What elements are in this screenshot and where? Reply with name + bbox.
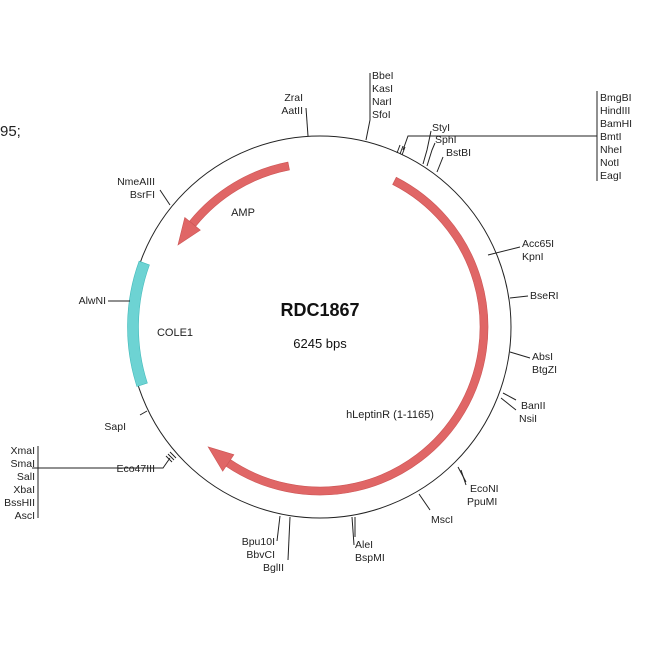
svg-text:BbeI: BbeI — [372, 70, 394, 82]
svg-text:SmaI: SmaI — [10, 458, 35, 470]
features — [127, 161, 489, 496]
svg-text:BbvCI: BbvCI — [246, 549, 275, 561]
site-alwni[interactable]: AlwNI — [79, 295, 130, 307]
svg-text:BssHII: BssHII — [4, 497, 35, 509]
svg-text:AleI: AleI — [355, 539, 373, 551]
site-acc65i-kpni[interactable]: Acc65I KpnI — [487, 238, 554, 263]
svg-text:BmgBI: BmgBI — [600, 92, 632, 104]
svg-text:NmeAIII: NmeAIII — [117, 176, 155, 188]
feature-hleptinr-1-1165-arc[interactable] — [225, 176, 489, 496]
svg-text:NotI: NotI — [600, 157, 619, 169]
plasmid-name: RDC1867 — [280, 300, 359, 320]
fragment-text: 95; — [0, 123, 21, 140]
svg-text:BanII: BanII — [521, 400, 546, 412]
site-bstbi[interactable]: BstBI — [436, 147, 471, 173]
svg-text:KpnI: KpnI — [522, 251, 544, 263]
site-styi[interactable]: StyI — [422, 122, 450, 165]
svg-text:SphI: SphI — [435, 134, 457, 146]
svg-text:BamHI: BamHI — [600, 118, 632, 130]
feature-label-hleptinr: hLeptinR (1-1165) — [346, 409, 434, 421]
svg-text:AatII: AatII — [281, 105, 303, 117]
svg-text:MscI: MscI — [431, 514, 453, 526]
svg-text:NsiI: NsiI — [519, 413, 537, 425]
svg-text:Bpu10I: Bpu10I — [242, 536, 275, 548]
svg-text:SapI: SapI — [104, 421, 126, 433]
svg-text:SalI: SalI — [17, 471, 35, 483]
svg-text:NarI: NarI — [372, 96, 392, 108]
svg-text:EcoNI: EcoNI — [470, 483, 499, 495]
svg-text:AbsI: AbsI — [532, 351, 553, 363]
svg-text:HindIII: HindIII — [600, 105, 630, 117]
site-banii-nsii[interactable]: BanII NsiI — [500, 392, 546, 425]
site-absi-btgzi[interactable]: AbsI BtgZI — [509, 351, 557, 376]
site-econi-ppumi[interactable]: EcoNI PpuMI — [457, 466, 499, 508]
site-zrai-aatii[interactable]: ZraI AatII — [281, 92, 309, 137]
site-eco47iii: Eco47III — [116, 463, 155, 475]
site-mcs-right[interactable]: BmgBI HindIII BamHI BmtI NheI NotI EagI — [396, 91, 632, 182]
site-bglii[interactable]: BglII — [263, 516, 291, 574]
svg-text:XmaI: XmaI — [10, 445, 35, 457]
feature-cole1[interactable] — [127, 260, 150, 387]
site-bpu10i-bbvci[interactable]: Bpu10I BbvCI — [242, 515, 281, 561]
feature-amp-arrowhead — [177, 216, 201, 246]
svg-text:BtgZI: BtgZI — [532, 364, 557, 376]
site-nmeaiii-bsrfi[interactable]: NmeAIII BsrFI — [117, 176, 171, 206]
svg-text:BseRI: BseRI — [530, 290, 559, 302]
site-sphi[interactable]: SphI — [426, 134, 457, 167]
svg-text:NheI: NheI — [600, 144, 622, 156]
site-mcs-left[interactable]: Eco47III XmaI SmaI SalI XbaI BssHII AscI — [4, 445, 177, 522]
plasmid-size: 6245 bps — [293, 336, 347, 351]
svg-text:EagI: EagI — [600, 170, 622, 182]
feature-amp-arc[interactable] — [189, 161, 290, 227]
svg-text:BstBI: BstBI — [446, 147, 471, 159]
svg-text:AscI: AscI — [15, 510, 35, 522]
site-alei-bspmi[interactable]: AleI BspMI — [351, 516, 385, 564]
svg-text:BmtI: BmtI — [600, 131, 622, 143]
svg-text:BsrFI: BsrFI — [130, 189, 155, 201]
svg-text:ZraI: ZraI — [284, 92, 303, 104]
site-bseri[interactable]: BseRI — [509, 290, 559, 302]
svg-text:StyI: StyI — [432, 122, 450, 134]
feature-label-amp: AMP — [231, 207, 255, 219]
site-bbei-group[interactable]: BbeI KasI NarI SfoI — [365, 70, 394, 141]
svg-text:AlwNI: AlwNI — [79, 295, 106, 307]
svg-text:Acc65I: Acc65I — [522, 238, 554, 250]
svg-text:SfoI: SfoI — [372, 109, 391, 121]
site-sapi[interactable]: SapI — [104, 410, 148, 433]
svg-text:BglII: BglII — [263, 562, 284, 574]
feature-label-cole1: COLE1 — [157, 327, 193, 339]
feature-hleptinr-1-1165-arrowhead — [207, 446, 235, 472]
svg-text:PpuMI: PpuMI — [467, 496, 497, 508]
svg-text:KasI: KasI — [372, 83, 393, 95]
svg-text:XbaI: XbaI — [13, 484, 35, 496]
svg-text:BspMI: BspMI — [355, 552, 385, 564]
site-msci[interactable]: MscI — [418, 493, 453, 526]
